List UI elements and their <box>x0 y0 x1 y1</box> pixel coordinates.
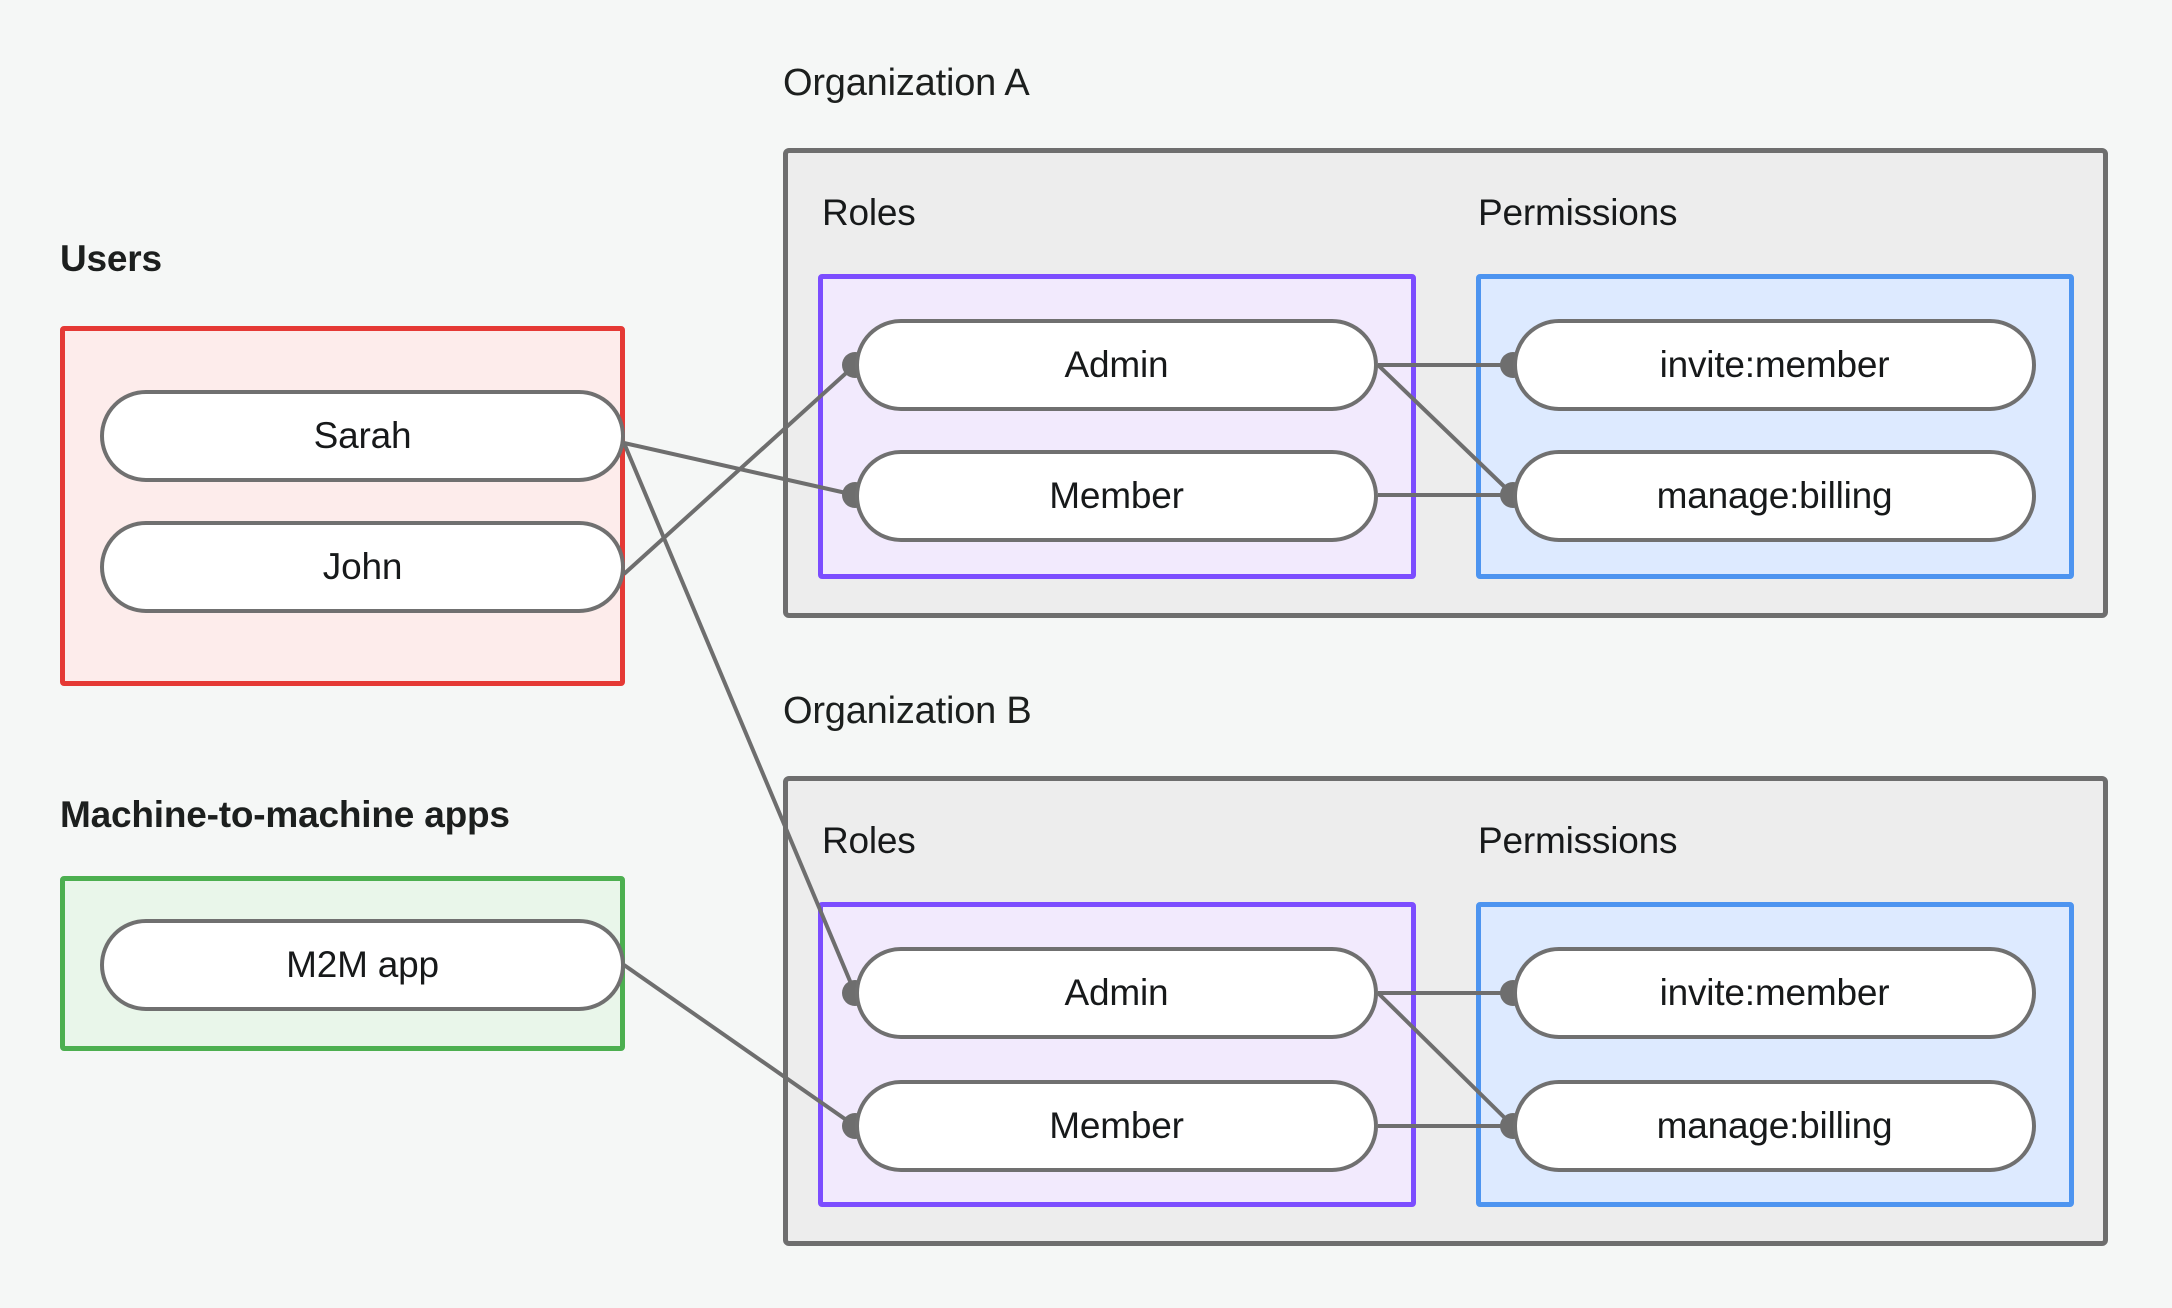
permission-label: invite:member <box>1659 344 1890 385</box>
permission-label: manage:billing <box>1656 1105 1893 1146</box>
users-caption: Users <box>60 238 162 279</box>
org-b-permissions-label: Permissions <box>1478 820 1678 861</box>
org-a-permission-manage-billing[interactable]: manage:billing <box>1513 450 2036 542</box>
users-group <box>60 326 625 686</box>
org-a-role-admin[interactable]: Admin <box>855 319 1378 411</box>
org-a-role-member[interactable]: Member <box>855 450 1378 542</box>
org-b-role-admin[interactable]: Admin <box>855 947 1378 1039</box>
org-b-permission-invite-member[interactable]: invite:member <box>1513 947 2036 1039</box>
org-b-permission-manage-billing[interactable]: manage:billing <box>1513 1080 2036 1172</box>
role-label: Member <box>1049 1105 1184 1146</box>
role-label: Admin <box>1064 972 1169 1013</box>
org-a-title: Organization A <box>783 62 1030 104</box>
user-node-john[interactable]: John <box>100 521 625 613</box>
user-node-sarah[interactable]: Sarah <box>100 390 625 482</box>
m2m-caption: Machine-to-machine apps <box>60 794 510 835</box>
m2m-node-app[interactable]: M2M app <box>100 919 625 1011</box>
m2m-node-label: M2M app <box>286 944 439 985</box>
permission-label: manage:billing <box>1656 475 1893 516</box>
org-b-role-member[interactable]: Member <box>855 1080 1378 1172</box>
org-b-roles-label: Roles <box>822 820 916 861</box>
user-node-label: John <box>322 546 403 587</box>
permission-label: invite:member <box>1659 972 1890 1013</box>
user-node-label: Sarah <box>313 415 412 456</box>
org-a-permissions-label: Permissions <box>1478 192 1678 233</box>
role-label: Admin <box>1064 344 1169 385</box>
org-a-roles-label: Roles <box>822 192 916 233</box>
org-b-title: Organization B <box>783 690 1032 732</box>
org-a-permission-invite-member[interactable]: invite:member <box>1513 319 2036 411</box>
role-label: Member <box>1049 475 1184 516</box>
